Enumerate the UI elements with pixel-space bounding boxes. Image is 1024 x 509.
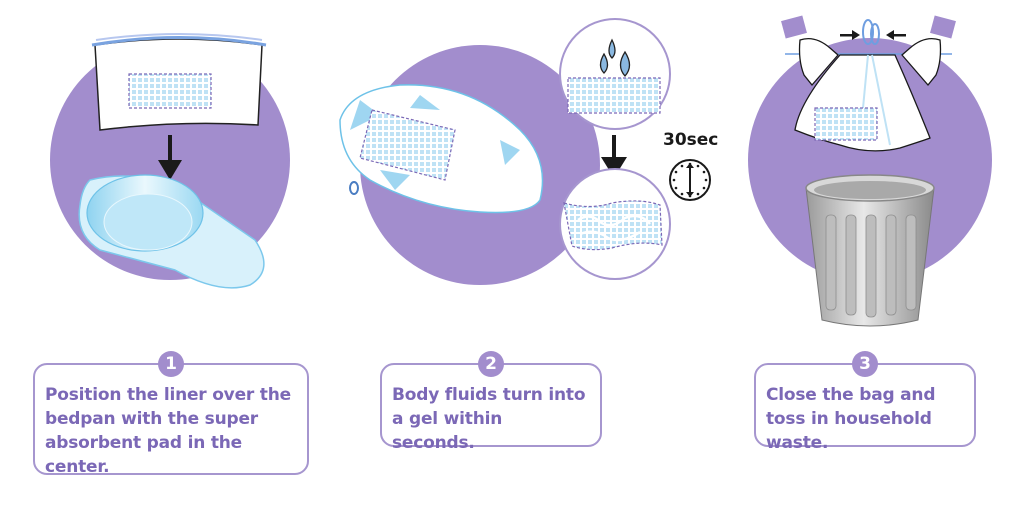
step-1-text: Position the liner over the bedpan with … [45, 385, 291, 477]
clock-icon [669, 159, 711, 201]
water-drops-circle [559, 18, 671, 130]
gel-pad-icon [563, 200, 663, 251]
gel-pad-circle [559, 168, 671, 280]
step-3-badge: 3 [852, 351, 878, 377]
step3-illustration [748, 15, 992, 327]
step2-illustration [339, 18, 711, 285]
down-arrow-icon [158, 135, 182, 180]
step-2-text: Body fluids turn into a gel within secon… [392, 385, 586, 453]
step-3-box: 3 Close the bag and toss in household wa… [754, 351, 976, 453]
step1-illustration [50, 33, 290, 289]
step-1-box: 1 Position the liner over the bedpan wit… [33, 351, 309, 477]
step-2-badge: 2 [478, 351, 504, 377]
trash-can-icon [805, 174, 935, 327]
down-arrow-icon-2 [601, 135, 627, 178]
hands-tying-bag-icon [781, 15, 956, 152]
bedpan-icon [78, 174, 265, 289]
squeeze-arrows-icon [840, 30, 906, 40]
water-drops-icon [599, 38, 631, 77]
step-2-box: 2 Body fluids turn into a gel within sec… [380, 351, 602, 453]
step-3-text: Close the bag and toss in household wast… [766, 385, 936, 453]
liner-on-bedpan-icon [339, 84, 544, 214]
step-1-badge: 1 [158, 351, 184, 377]
timer-label: 30sec [663, 130, 719, 150]
liner-with-pad-icon [91, 33, 267, 131]
